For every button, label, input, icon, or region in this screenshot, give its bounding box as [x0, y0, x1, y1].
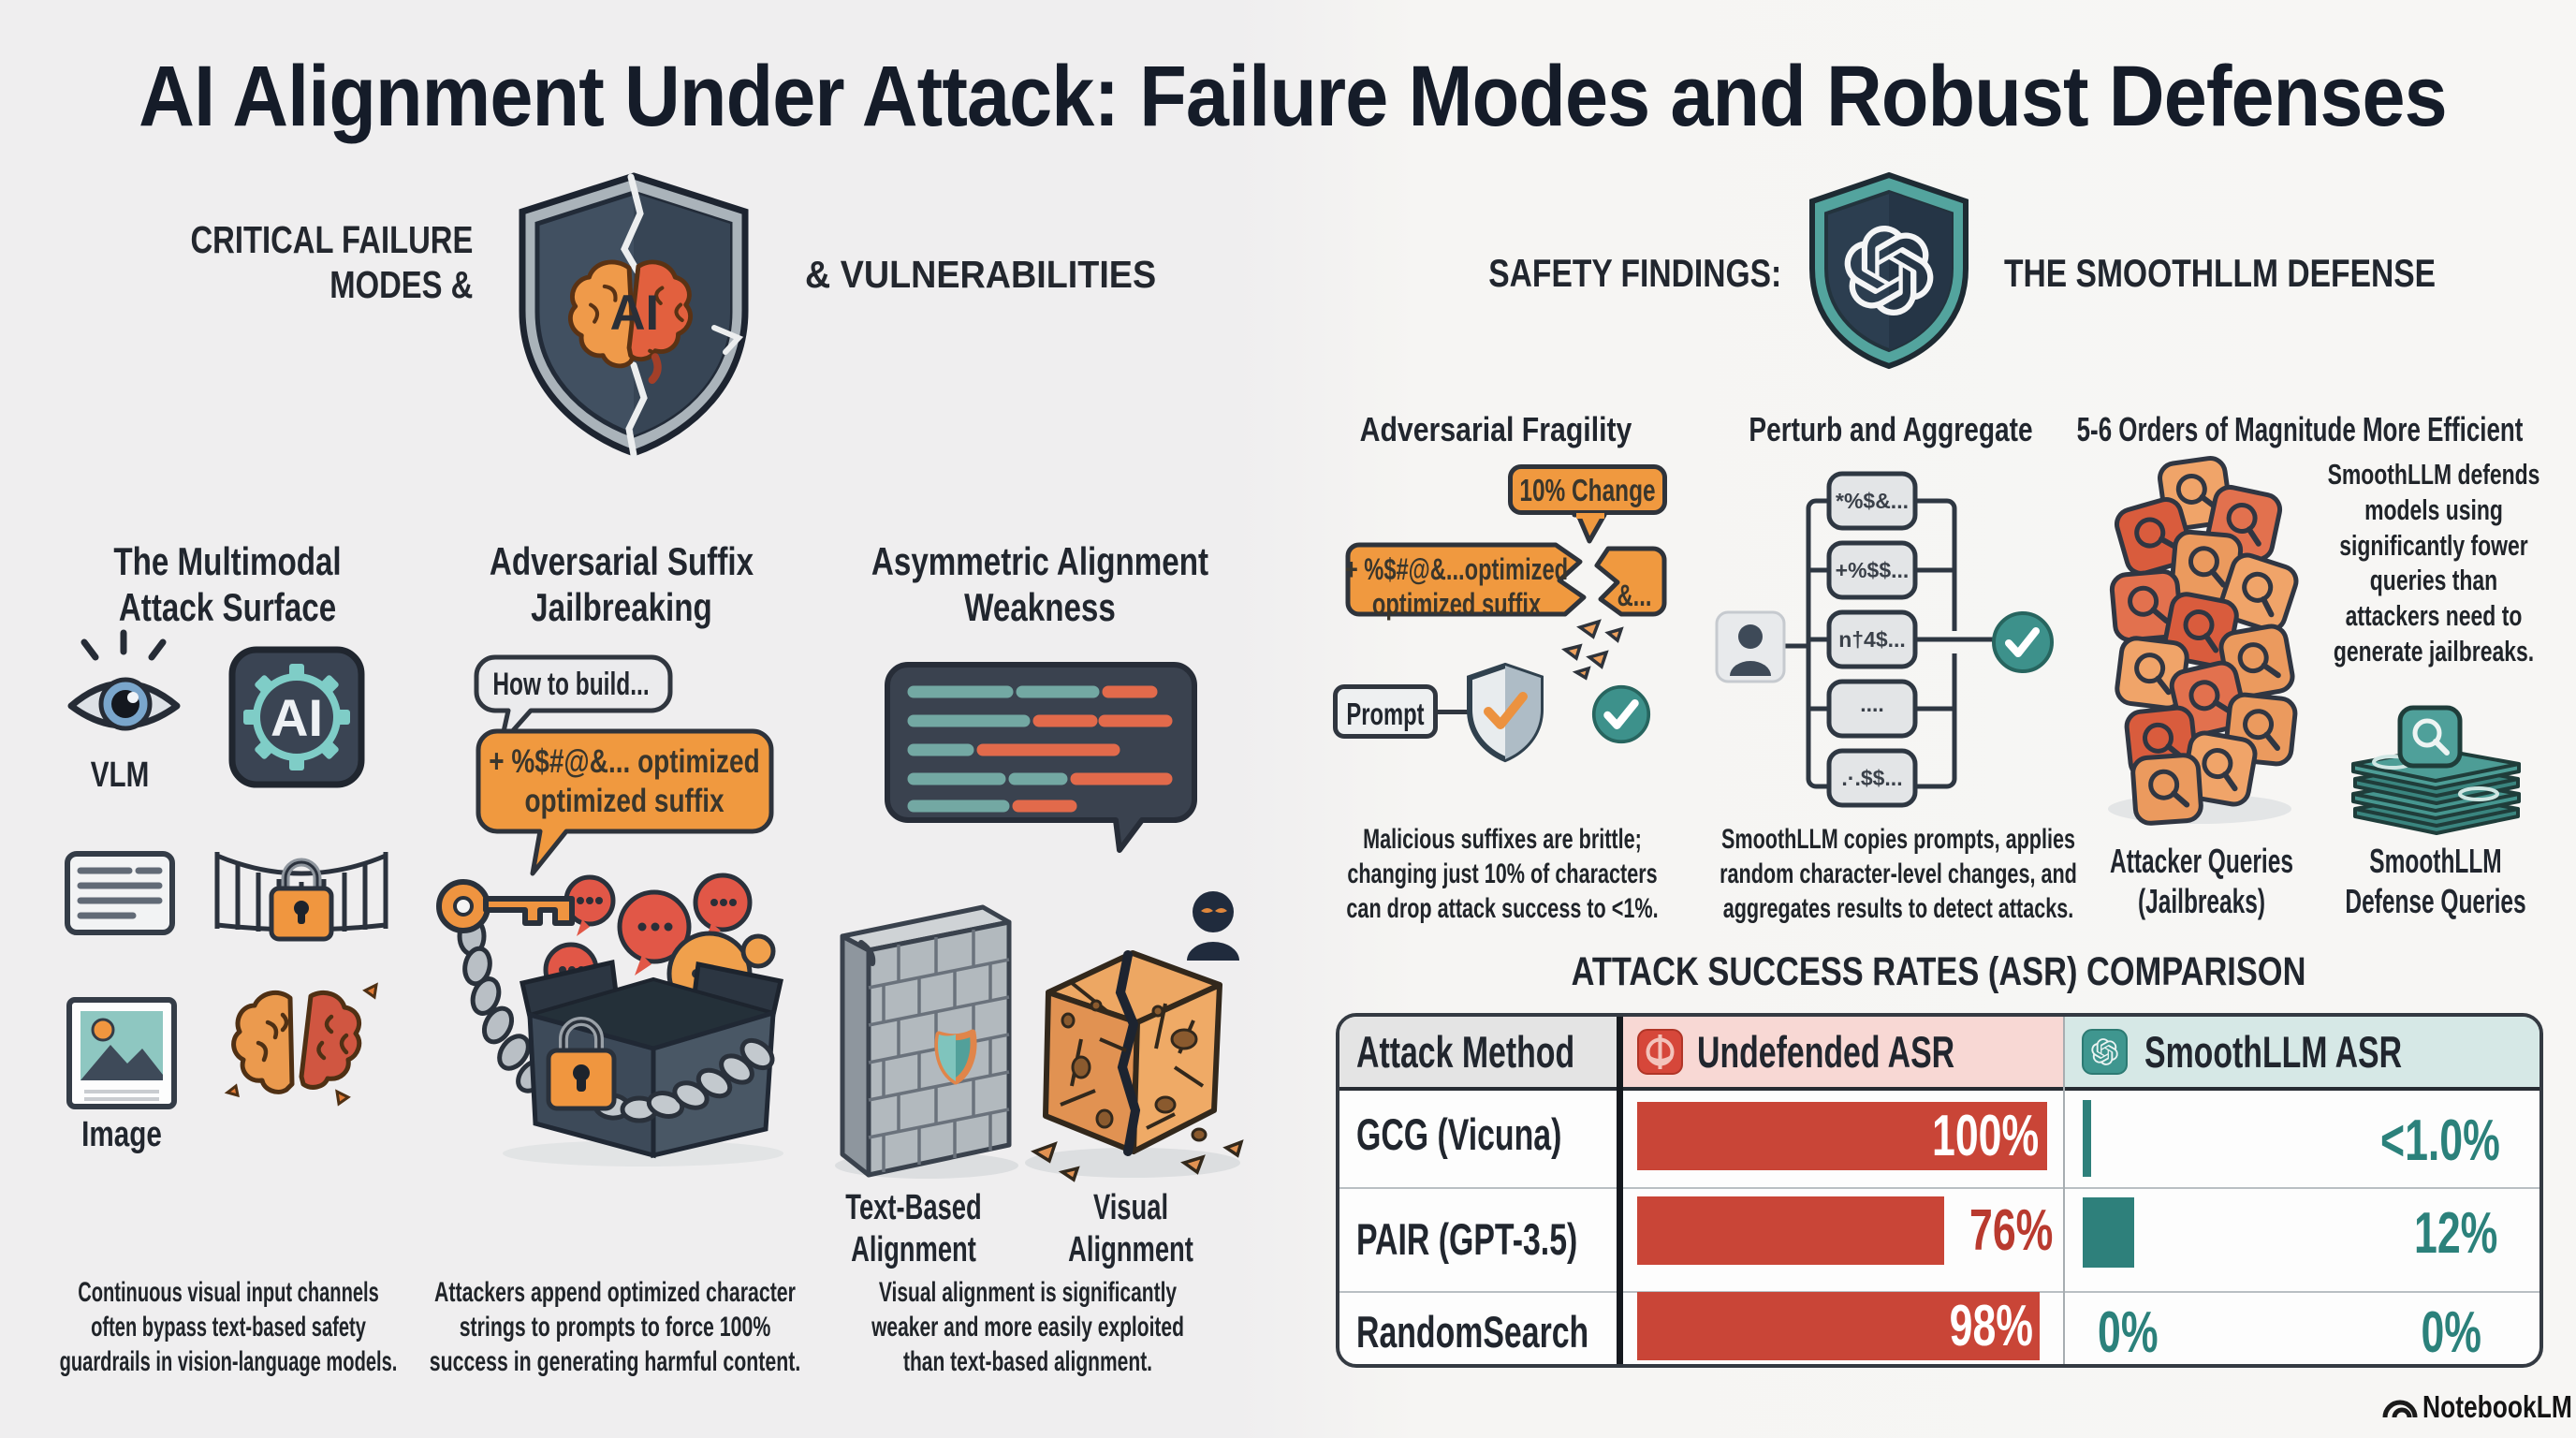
svg-text:*%$&...: *%$&...	[1836, 489, 1909, 513]
svg-text:.·.$$...: .·.$$...	[1841, 766, 1902, 790]
svg-text:AI: AI	[271, 688, 323, 747]
svg-text:n†4$...: n†4$...	[1838, 627, 1906, 652]
svg-text:+%$$...: +%$$...	[1836, 558, 1910, 582]
svg-text:AI: AI	[610, 286, 659, 341]
svg-text:....: ....	[1860, 692, 1884, 716]
